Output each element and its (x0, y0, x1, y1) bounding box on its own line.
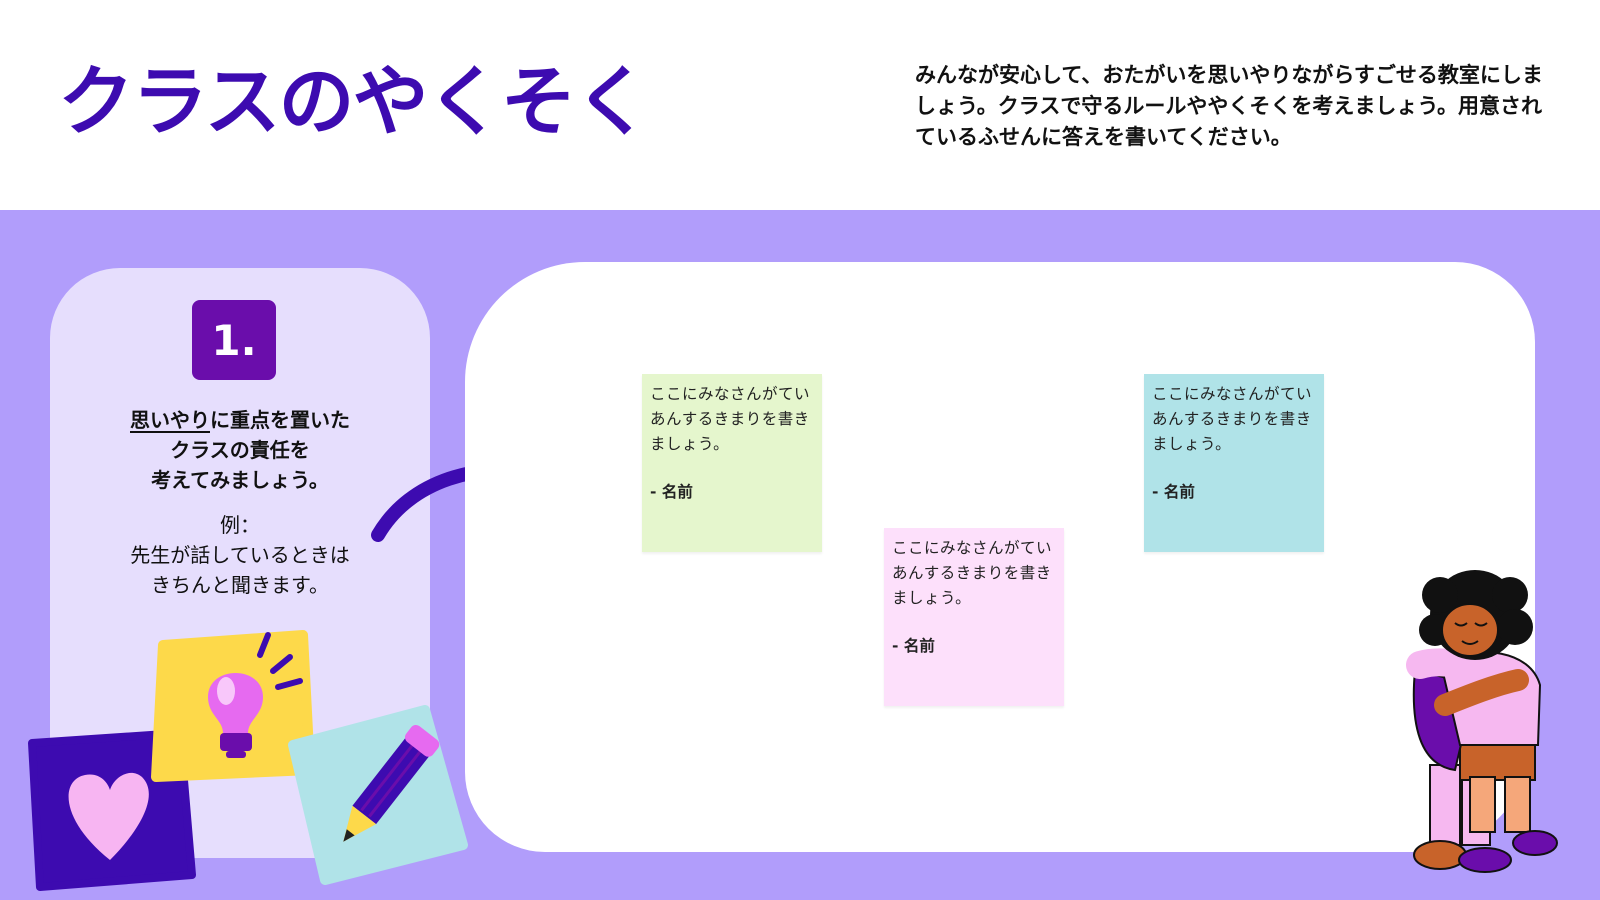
sticky-note[interactable]: ここにみなさんがていあんするきまりを書きましょう。 - 名前 (884, 528, 1064, 706)
example-text: 例： 先生が話しているときは きちんと聞きます。 (95, 510, 385, 600)
note-name: - 名前 (650, 483, 693, 501)
lightbulb-icon (151, 630, 315, 782)
sticky-note[interactable]: ここにみなさんがていあんするきまりを書きましょう。 - 名前 (642, 374, 822, 552)
heading-rest: に重点を置いた (210, 408, 350, 432)
intro-text: みんなが安心して、おたがいを思いやりながらすごせる教室にしましょう。クラスで守る… (915, 63, 1543, 149)
heading-line-2: クラスの責任を (170, 438, 310, 462)
hugging-kids-illustration (1406, 570, 1558, 873)
example-line-2: きちんと聞きます。 (151, 573, 329, 597)
pencil-icon (288, 705, 468, 885)
step-heading: 思いやりに重点を置いた クラスの責任を 考えてみましょう。 (95, 405, 385, 495)
page-title: クラスのやくそく (58, 57, 650, 146)
note-text: ここにみなさんがていあんするきまりを書きましょう。 (650, 385, 811, 453)
note-name: - 名前 (892, 637, 935, 655)
step-number-badge: 1. (192, 300, 276, 380)
example-label: 例： (220, 513, 260, 537)
note-text: ここにみなさんがていあんするきまりを書きましょう。 (1152, 385, 1313, 453)
heading-highlight: 思いやり (130, 408, 210, 432)
example-line-1: 先生が話しているときは (130, 543, 350, 567)
note-name: - 名前 (1152, 483, 1195, 501)
sticky-note[interactable]: ここにみなさんがていあんするきまりを書きましょう。 - 名前 (1144, 374, 1324, 552)
heading-line-3: 考えてみましょう。 (151, 468, 329, 492)
note-text: ここにみなさんがていあんするきまりを書きましょう。 (892, 539, 1053, 607)
